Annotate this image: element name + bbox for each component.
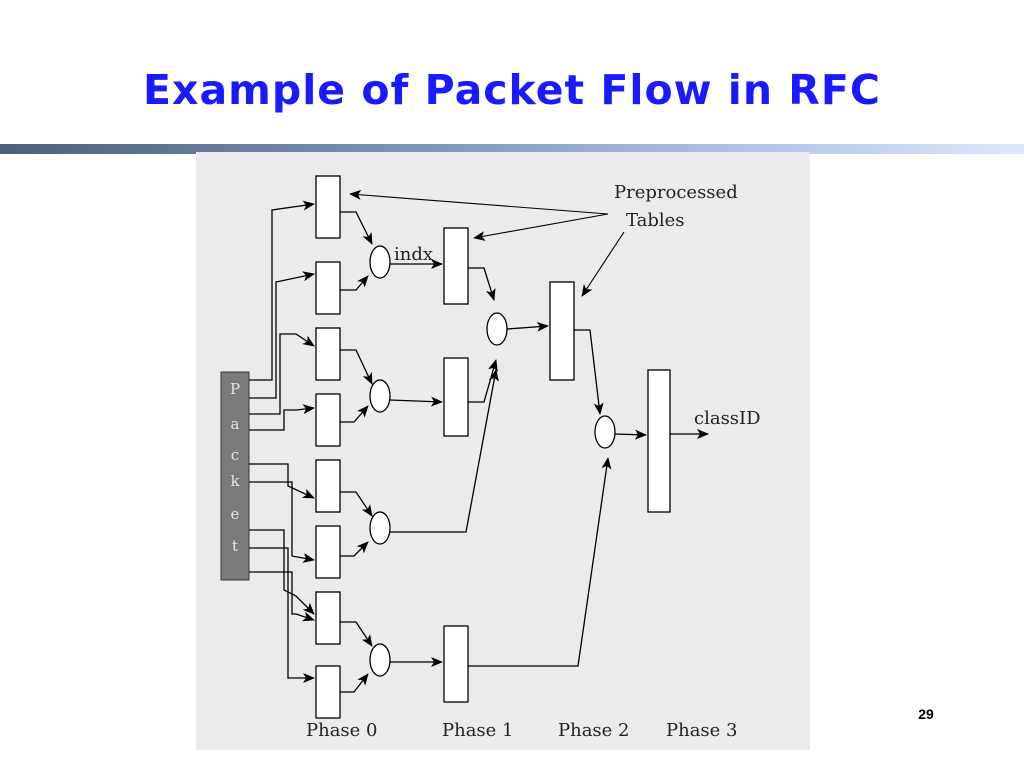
- preprocessed-tables-label: Tables: [626, 210, 685, 231]
- slide-title: Example of Packet Flow in RFC: [143, 66, 881, 114]
- index-label: indx: [394, 244, 433, 265]
- phase0-table: [315, 591, 341, 645]
- phase2-combiner: [486, 312, 508, 346]
- preprocessed-pointers: [349, 189, 625, 297]
- preprocessed-tables-label: Preprocessed: [614, 182, 738, 203]
- phase2-table: [549, 281, 575, 381]
- phase1-table: [443, 227, 469, 305]
- packet-letter: c: [231, 446, 239, 464]
- phase0-tables: [315, 175, 341, 719]
- phase2-combiner-output: [506, 321, 549, 332]
- packet-connections: [249, 200, 315, 683]
- phase1-table: [443, 357, 469, 437]
- phase0-table: [315, 393, 341, 447]
- rfc-packet-flow-diagram: P a c k e t: [196, 152, 810, 750]
- phase1-table: [443, 625, 469, 703]
- phase0-table: [315, 525, 341, 579]
- phase-label: Phase 3: [666, 720, 738, 741]
- class-id-label: classID: [694, 408, 761, 429]
- page-number: 29: [918, 706, 934, 722]
- phase3-combiner: [594, 415, 616, 449]
- title-divider: [0, 144, 1024, 154]
- combiner: [369, 379, 391, 413]
- phase0-table: [315, 261, 341, 315]
- phase0-table: [315, 665, 341, 719]
- packet-letter: t: [232, 537, 238, 555]
- packet-letter: k: [230, 472, 240, 490]
- phase0-table: [315, 175, 341, 239]
- phase-label: Phase 2: [558, 720, 630, 741]
- combiner: [369, 245, 391, 279]
- packet-letter: P: [230, 380, 240, 398]
- combiner: [369, 511, 391, 545]
- packet-letter: a: [231, 415, 240, 433]
- phase3-table: [647, 369, 671, 513]
- phase-label: Phase 1: [442, 720, 514, 741]
- packet-bar: [220, 371, 250, 581]
- packet-letter: e: [231, 505, 240, 523]
- phase0-table: [315, 327, 341, 381]
- phase3-combiner-output: [614, 429, 647, 440]
- phase-label: Phase 0: [306, 720, 378, 741]
- phase0-to-combiners: [340, 211, 373, 693]
- phase1-tables: [443, 227, 469, 703]
- phase0-table: [315, 459, 341, 513]
- phase2-to-phase3: [468, 329, 612, 667]
- combiner: [369, 643, 391, 677]
- phase1-to-phase2: [468, 267, 498, 403]
- phase1-combiners: [369, 245, 391, 677]
- combiners-to-phase1: [389, 259, 499, 667]
